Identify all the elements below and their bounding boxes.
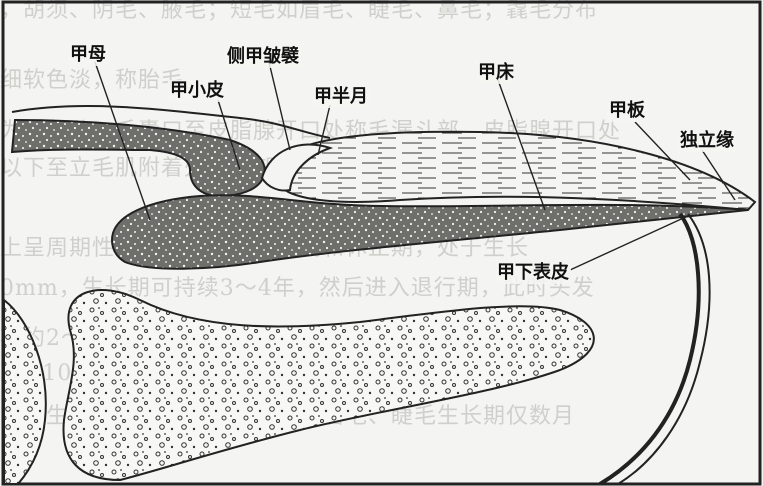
label-free-edge: 独立缘 xyxy=(678,130,736,152)
label-hyponychium: 甲下表皮 xyxy=(495,262,571,284)
label-nail-plate: 甲板 xyxy=(607,100,647,122)
leader-line-lateral-fold xyxy=(268,58,290,150)
label-lunula: 甲半月 xyxy=(312,86,370,108)
distal-phalanx-bone xyxy=(63,290,593,480)
label-matrix: 甲母 xyxy=(68,44,108,66)
label-eponychium: 甲小皮 xyxy=(168,80,226,102)
label-lateral-fold: 侧甲皱襞 xyxy=(225,46,301,68)
label-nail-bed: 甲床 xyxy=(476,62,516,84)
middle-phalanx-bone xyxy=(4,300,46,484)
fingertip-skin xyxy=(600,214,699,484)
